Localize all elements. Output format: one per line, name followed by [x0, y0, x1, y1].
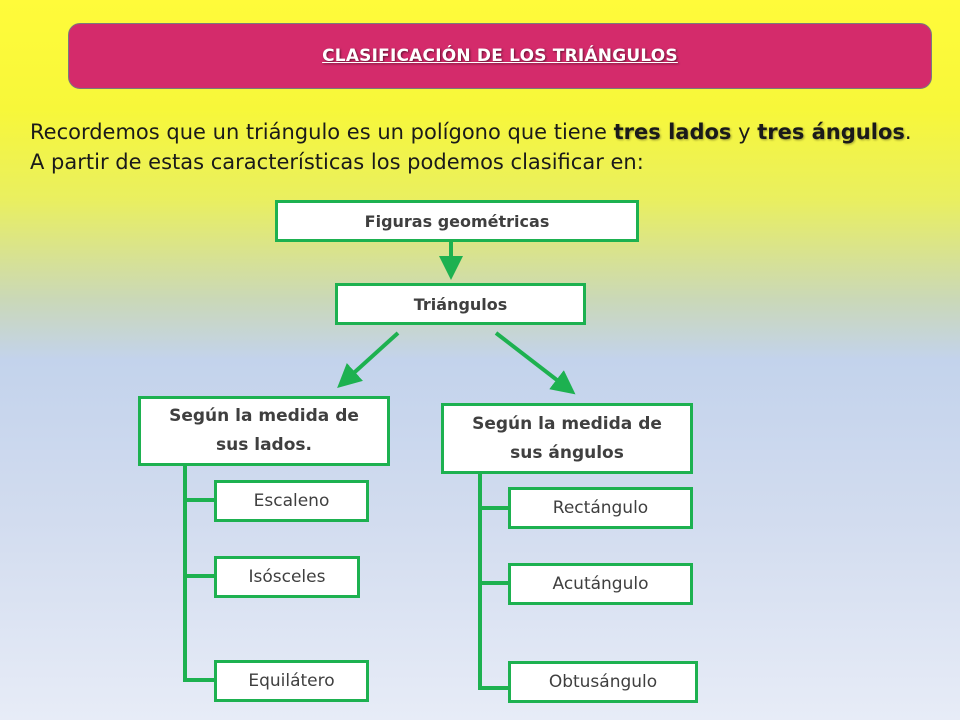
root-label: Figuras geométricas [364, 211, 550, 231]
leaf-obtusangulo-label: Obtusángulo [548, 672, 658, 692]
leaf-rectangulo-label: Rectángulo [552, 498, 649, 518]
angles-branch-box: Según la medida de sus ángulos [441, 403, 693, 474]
title-banner: CLASIFICACIÓN DE LOS TRIÁNGULOS [68, 23, 932, 89]
intro-text: Recordemos que un triángulo es un polígo… [30, 117, 940, 177]
intro-line-2: A partir de estas características los po… [30, 150, 644, 174]
intro-line-1-prefix: Recordemos que un triángulo es un polígo… [30, 120, 614, 144]
leaf-isosceles: Isósceles [214, 556, 360, 598]
leaf-obtusangulo: Obtusángulo [508, 661, 698, 703]
intro-line-1-mid: y [731, 120, 758, 144]
leaf-isosceles-label: Isósceles [248, 567, 326, 587]
bracket-sides [183, 466, 215, 682]
sides-branch-box: Según la medida de sus lados. [138, 396, 390, 466]
root-box: Figuras geométricas [275, 200, 639, 242]
arrow-to-sides-branch [337, 331, 400, 389]
angles-branch-line-2: sus ángulos [510, 442, 624, 463]
triangles-label: Triángulos [413, 294, 508, 314]
slide-title: CLASIFICACIÓN DE LOS TRIÁNGULOS [322, 46, 678, 66]
leaf-equilatero-label: Equilátero [248, 671, 335, 691]
intro-line-1-end: . [904, 120, 912, 144]
bracket-angles [478, 474, 509, 690]
leaf-rectangulo: Rectángulo [508, 487, 693, 529]
intro-bold-angles: tres ángulos [757, 120, 905, 144]
leaf-escaleno-label: Escaleno [253, 491, 330, 511]
leaf-acutangulo: Acutángulo [508, 563, 693, 605]
triangles-box: Triángulos [335, 283, 586, 325]
intro-bold-sides: tres lados [613, 120, 732, 144]
leaf-equilatero: Equilátero [214, 660, 369, 702]
intro-line-1: Recordemos que un triángulo es un polígo… [30, 117, 940, 147]
angles-branch-line-1: Según la medida de [472, 413, 662, 434]
arrow-to-angles-branch [494, 331, 576, 395]
sides-branch-line-2: sus lados. [216, 435, 312, 455]
sides-branch-line-1: Según la medida de [169, 406, 359, 426]
leaf-escaleno: Escaleno [214, 480, 369, 522]
leaf-acutangulo-label: Acutángulo [552, 574, 649, 594]
